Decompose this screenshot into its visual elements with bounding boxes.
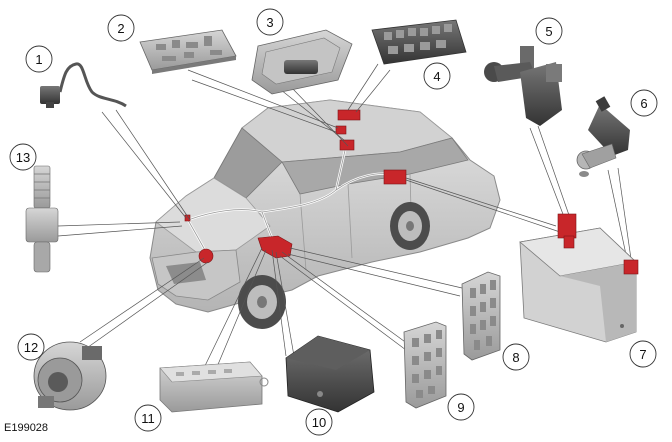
callout-3: 3 [256,8,284,36]
vehicle-illustration [149,99,501,329]
component-13-sensor [25,165,59,273]
callout-4: 4 [423,62,451,90]
location-8-9-10-11 [257,235,293,259]
callout-13: 13 [9,143,37,171]
component-1-sensor [40,62,127,108]
callout-4-number: 4 [433,69,440,84]
callout-5: 5 [535,17,563,45]
callout-9: 9 [447,393,475,421]
callout-5-number: 5 [545,24,552,39]
component-5-positive-terminal [484,46,562,126]
callout-13-number: 13 [16,150,30,165]
callout-6-number: 6 [640,96,647,111]
callout-8-number: 8 [512,350,519,365]
callout-1-number: 1 [35,52,42,67]
callout-12: 12 [17,333,45,361]
component-11-control-module [159,361,269,413]
location-12 [198,248,214,264]
callout-12-number: 12 [24,340,38,355]
callout-11-number: 11 [141,411,155,426]
component-3-module [251,29,353,95]
figure-reference-code: E199028 [4,422,49,434]
component-6-negative-terminal [576,96,630,177]
component-12-alternator [33,341,107,411]
leader-lines [57,63,633,375]
location-4 [337,109,361,121]
callout-9-number: 9 [457,400,464,415]
component-7-battery [519,213,639,343]
component-10-control-module [285,335,375,413]
callout-10: 10 [305,408,333,436]
component-2-module [139,29,237,74]
callout-1: 1 [25,45,53,73]
rear-wheel [390,202,430,250]
callout-10-number: 10 [312,415,326,430]
callout-6: 6 [630,89,658,117]
callout-11: 11 [134,404,162,432]
location-rear [383,169,407,185]
component-4-fuse-box [371,19,467,65]
callout-7: 7 [629,340,657,368]
callout-8: 8 [502,343,530,371]
callouts: 1 2 3 4 5 6 7 8 [9,8,658,436]
callout-2: 2 [107,14,135,42]
component-8-fuse-box [461,271,501,361]
component-9-fuse-box [403,321,447,409]
location-2-3 [335,125,347,135]
callout-7-number: 7 [639,347,646,362]
highlighted-locations [184,109,407,264]
callout-2-number: 2 [117,21,124,36]
location-1 [184,214,191,222]
callout-3-number: 3 [266,15,273,30]
